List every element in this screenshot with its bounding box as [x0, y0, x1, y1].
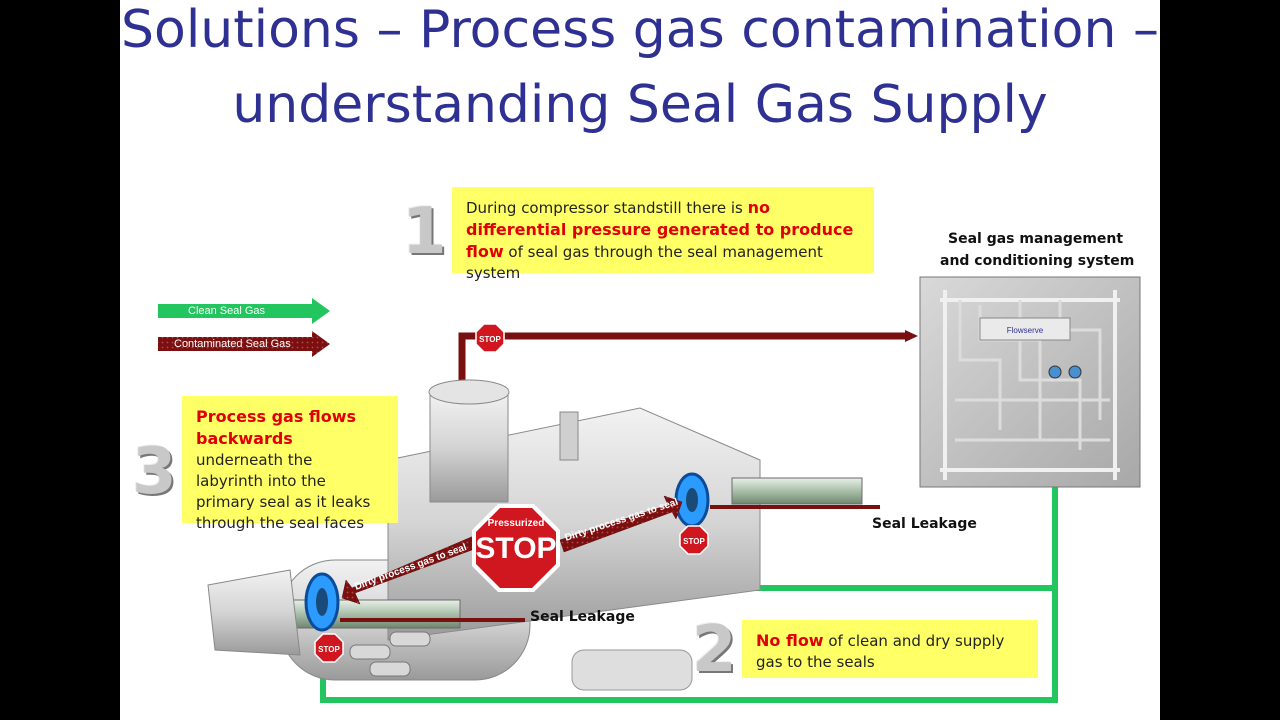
dirty-gas-arrow-right — [559, 495, 683, 553]
callout-1-highlight: no differential pressure generated to pr… — [466, 198, 854, 261]
callout-2-highlight: No flow — [756, 631, 824, 650]
system-label-line2: and conditioning system — [940, 253, 1135, 269]
callout-3-highlight: Process gas flows backwards — [196, 407, 357, 448]
seal-gas-panel: Flowserve — [919, 276, 1141, 488]
seal-leakage-label-left: Seal Leakage — [530, 609, 635, 625]
stop-sign-right-seal: STOP — [679, 525, 709, 555]
callout-number-1: 1 — [402, 195, 447, 269]
pressurized-stop-sign: Pressurized STOP — [472, 504, 560, 592]
stop-sign-top: STOP — [475, 323, 505, 353]
slide: Solutions – Process gas contamination – … — [120, 0, 1160, 720]
svg-text:STOP: STOP — [683, 537, 705, 546]
callout-1: During compressor standstill there is no… — [452, 187, 874, 282]
legend-clean-label: Clean Seal Gas — [188, 305, 266, 317]
stop-sign-left-seal: STOP — [314, 633, 344, 663]
diagram: Dirty process gas to seal Dirty process … — [158, 276, 1141, 703]
callout-2: No flow of clean and dry supply gas to t… — [742, 620, 1038, 678]
svg-text:STOP: STOP — [479, 335, 501, 344]
slide-title-line2: understanding Seal Gas Supply — [232, 75, 1048, 135]
svg-text:STOP: STOP — [318, 645, 340, 654]
stop-sign-main-text: STOP — [475, 532, 556, 565]
callout-3: Process gas flows backwards underneath t… — [182, 396, 398, 532]
panel-brand-label: Flowserve — [1007, 326, 1044, 335]
legend-contaminated-label: Contaminated Seal Gas — [174, 338, 291, 350]
callout-number-3: 3 — [132, 435, 177, 509]
slide-title-line1: Solutions – Process gas contamination – — [121, 0, 1159, 60]
callout-number-2: 2 — [692, 613, 737, 687]
stop-sign-top-text: Pressurized — [488, 518, 545, 529]
seal-leakage-label-right: Seal Leakage — [872, 516, 977, 532]
contaminated-supply-pipe — [458, 332, 905, 400]
legend-contaminated-arrow — [158, 331, 330, 357]
dirty-gas-arrow-left — [341, 534, 481, 605]
legend-clean-arrow — [158, 298, 330, 324]
system-label-line1: Seal gas management — [948, 231, 1124, 247]
